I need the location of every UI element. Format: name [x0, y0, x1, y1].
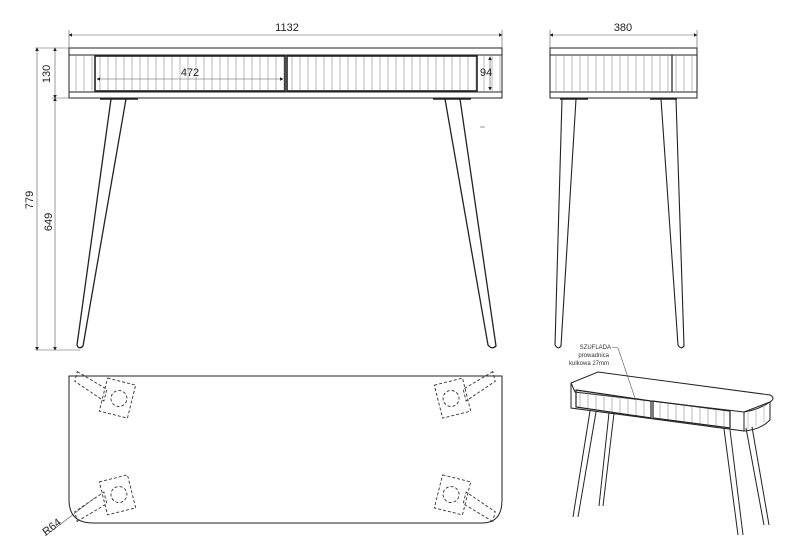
corner-radius-label: R64 — [40, 516, 63, 538]
front-view: 1132 472 94 — [24, 22, 503, 351]
side-view: 380 — [549, 22, 698, 349]
callout-line-2: prowadnica — [578, 353, 609, 359]
callout-line-3: kulkowa 27mm — [569, 361, 609, 367]
apron-height-label: 130 — [41, 65, 53, 83]
depth-label: 380 — [614, 22, 632, 34]
leg-bracket-top-right — [433, 370, 496, 419]
leg-bracket-bottom-left — [74, 474, 137, 523]
top-view: R64 — [40, 370, 503, 538]
total-height-label: 779 — [24, 191, 36, 209]
leg-bracket-top-left — [74, 370, 137, 419]
drawer-width-label: 472 — [181, 67, 199, 79]
drawer-right — [286, 55, 478, 92]
leg-height-label: 649 — [43, 213, 55, 231]
leg-bracket-bottom-right — [433, 474, 496, 523]
callout-line-1: SZUFLADA — [580, 345, 611, 351]
iso-view: SZUFLADA prowadnica kulkowa 27mm — [569, 345, 774, 536]
height-dimensions: 130 779 649 — [24, 47, 80, 351]
drawer-height-label: 94 — [480, 67, 492, 79]
width-dimension: 1132 — [68, 22, 503, 48]
width-label: 1132 — [275, 22, 299, 34]
drawer-left — [94, 55, 286, 92]
